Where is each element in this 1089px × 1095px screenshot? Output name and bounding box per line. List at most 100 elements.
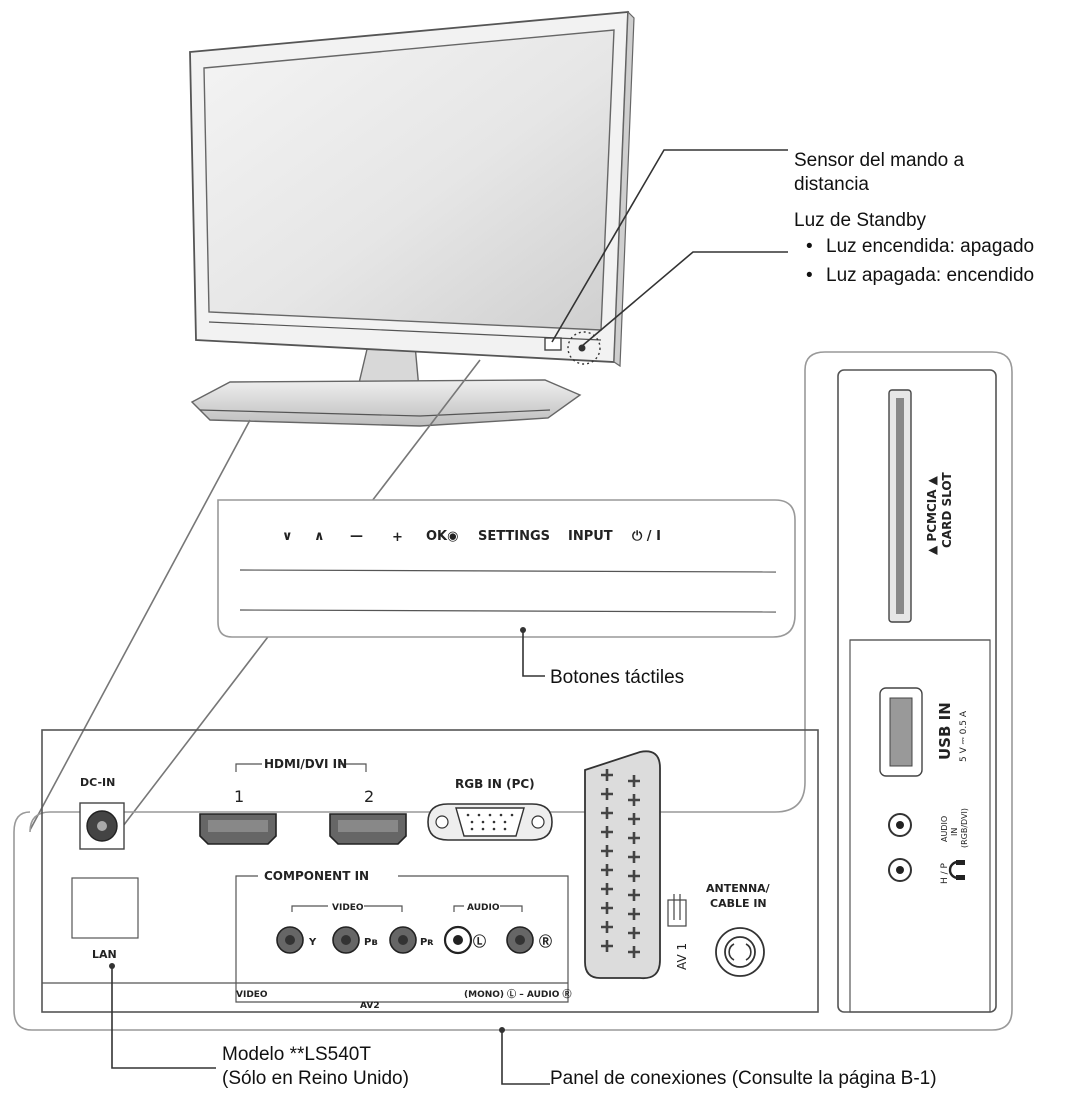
touch-btn-plus: + [392, 530, 403, 545]
scart-pin [628, 813, 640, 825]
scart-pin [601, 864, 613, 876]
touch-btn-settings: SETTINGS [478, 529, 550, 544]
touch-btn-down: ∨ [282, 529, 293, 544]
pcmcia-label-1: ▲ PCMCIA ▲ [925, 475, 939, 555]
standby-light-dot [578, 344, 586, 352]
scart-pin [628, 851, 640, 863]
scart-pin [601, 940, 613, 952]
scart-pin [601, 921, 613, 933]
scart-pin [628, 889, 640, 901]
touch-btn-up: ∧ [314, 529, 325, 544]
audio-l-jack-center [453, 935, 463, 945]
usb-label: USB IN [936, 702, 954, 760]
standby-light-highlight [567, 331, 601, 365]
panel-frame-outline [13, 351, 1013, 1031]
sensor-leader-line [551, 149, 788, 343]
component-y-label: Y [308, 937, 317, 948]
dc-in-pin [97, 821, 107, 831]
rgb-screw-left [435, 815, 449, 829]
touch-buttons-callout: Botones táctiles [550, 667, 684, 688]
panel-leader-line [501, 1030, 550, 1085]
antenna-jack-center [728, 943, 752, 961]
hp-label: H / P [940, 862, 950, 884]
scart-pin [628, 908, 640, 920]
antenna-label-2: CABLE IN [710, 897, 767, 910]
component-pb-label: Pʙ [364, 937, 378, 948]
component-in-label: COMPONENT IN [264, 869, 369, 883]
headphone-jack-center [896, 866, 904, 874]
scart-pin [628, 794, 640, 806]
component-y-jack-center [285, 935, 295, 945]
scart-connector [584, 750, 661, 980]
model-callout-line2: (Sólo en Reino Unido) [222, 1068, 409, 1089]
hdmi-1-port-inner [208, 820, 268, 832]
hdmi-2-port-inner [338, 820, 398, 832]
dc-in-label: DC-IN [80, 776, 115, 789]
mono-audio-label: (MONO) Ⓛ – AUDIO Ⓡ [464, 988, 572, 1000]
scart-pin [601, 883, 613, 895]
tv-base-edge [199, 409, 551, 417]
audio-in-label-1: AUDIO [940, 816, 949, 842]
touch-btn-minus: — [350, 529, 363, 544]
touch-panel-frame [217, 499, 796, 638]
standby-bullet-2: • [806, 265, 813, 286]
tv-side [613, 10, 635, 368]
av1-label: AV 1 [675, 943, 689, 970]
lan-label: LAN [92, 948, 117, 961]
scart-pin [601, 845, 613, 857]
standby-callout-title: Luz de Standby [794, 210, 927, 231]
audio-l-label: Ⓛ [473, 934, 486, 950]
scart-pin [628, 946, 640, 958]
scart-pin [601, 826, 613, 838]
standby-item-2: Luz apagada: encendido [826, 265, 1034, 286]
audio-in-jack-center [896, 821, 904, 829]
hdmi-1-label: 1 [234, 787, 244, 806]
model-leader-line [111, 966, 216, 1069]
av2-label: AV2 [360, 1001, 380, 1011]
tv-stand-base [190, 379, 582, 427]
av1-symbol-lines [673, 894, 681, 920]
tv-bezel-strip [208, 321, 602, 341]
standby-bullet-1: • [806, 236, 813, 257]
video-bottom-label: VIDEO [236, 990, 268, 1000]
touch-btn-power: ⏻ / I [632, 529, 661, 544]
rgb-pins [466, 813, 514, 831]
scart-pin [601, 788, 613, 800]
side-connection-panel: ▲ PCMCIA ▲ CARD SLOT USB IN 5 V ⎓ 0.5 A … [837, 369, 997, 1013]
rear-connection-panel: DC-IN LAN HDMI/DVI IN 1 2 RGB IN (PC) [41, 729, 819, 1013]
scart-pin [628, 775, 640, 787]
component-pr-jack-center [398, 935, 408, 945]
touch-panel-line-2 [239, 609, 777, 613]
standby-item-1: Luz encendida: apagado [826, 236, 1034, 257]
video-group-label: VIDEO [332, 903, 364, 913]
audio-r-label: Ⓡ [539, 934, 552, 950]
video-bracket-left [291, 905, 328, 912]
usb-port-opening [889, 697, 913, 767]
antenna-label-1: ANTENNA/ [706, 882, 771, 895]
scart-pin [628, 832, 640, 844]
component-pb-jack-center [341, 935, 351, 945]
zoom-line-left [29, 419, 251, 831]
audio-in-label-2: IN [950, 828, 959, 836]
rgb-in-label: RGB IN (PC) [455, 777, 535, 791]
side-panel-lower-box [849, 639, 991, 1013]
scart-pin [601, 769, 613, 781]
pcmcia-slot-opening [896, 398, 904, 614]
touch-btn-input: INPUT [568, 529, 613, 544]
connection-panel-callout: Panel de conexiones (Consulte la página … [550, 1068, 937, 1089]
audio-group-label: AUDIO [467, 903, 500, 913]
touch-leader-line [522, 630, 545, 677]
remote-sensor-window [544, 337, 562, 351]
audio-bracket-right [500, 905, 523, 912]
headphone-icon [948, 860, 965, 880]
rgb-screw-right [531, 815, 545, 829]
av1-symbol [667, 899, 687, 927]
hdmi-2-label: 2 [364, 787, 374, 806]
usb-rating: 5 V ⎓ 0.5 A [959, 710, 969, 762]
audio-r-jack-center [515, 935, 525, 945]
pcmcia-label-2: CARD SLOT [940, 471, 954, 548]
hdmi-label: HDMI/DVI IN [264, 757, 347, 771]
tv-illustration [189, 10, 635, 427]
